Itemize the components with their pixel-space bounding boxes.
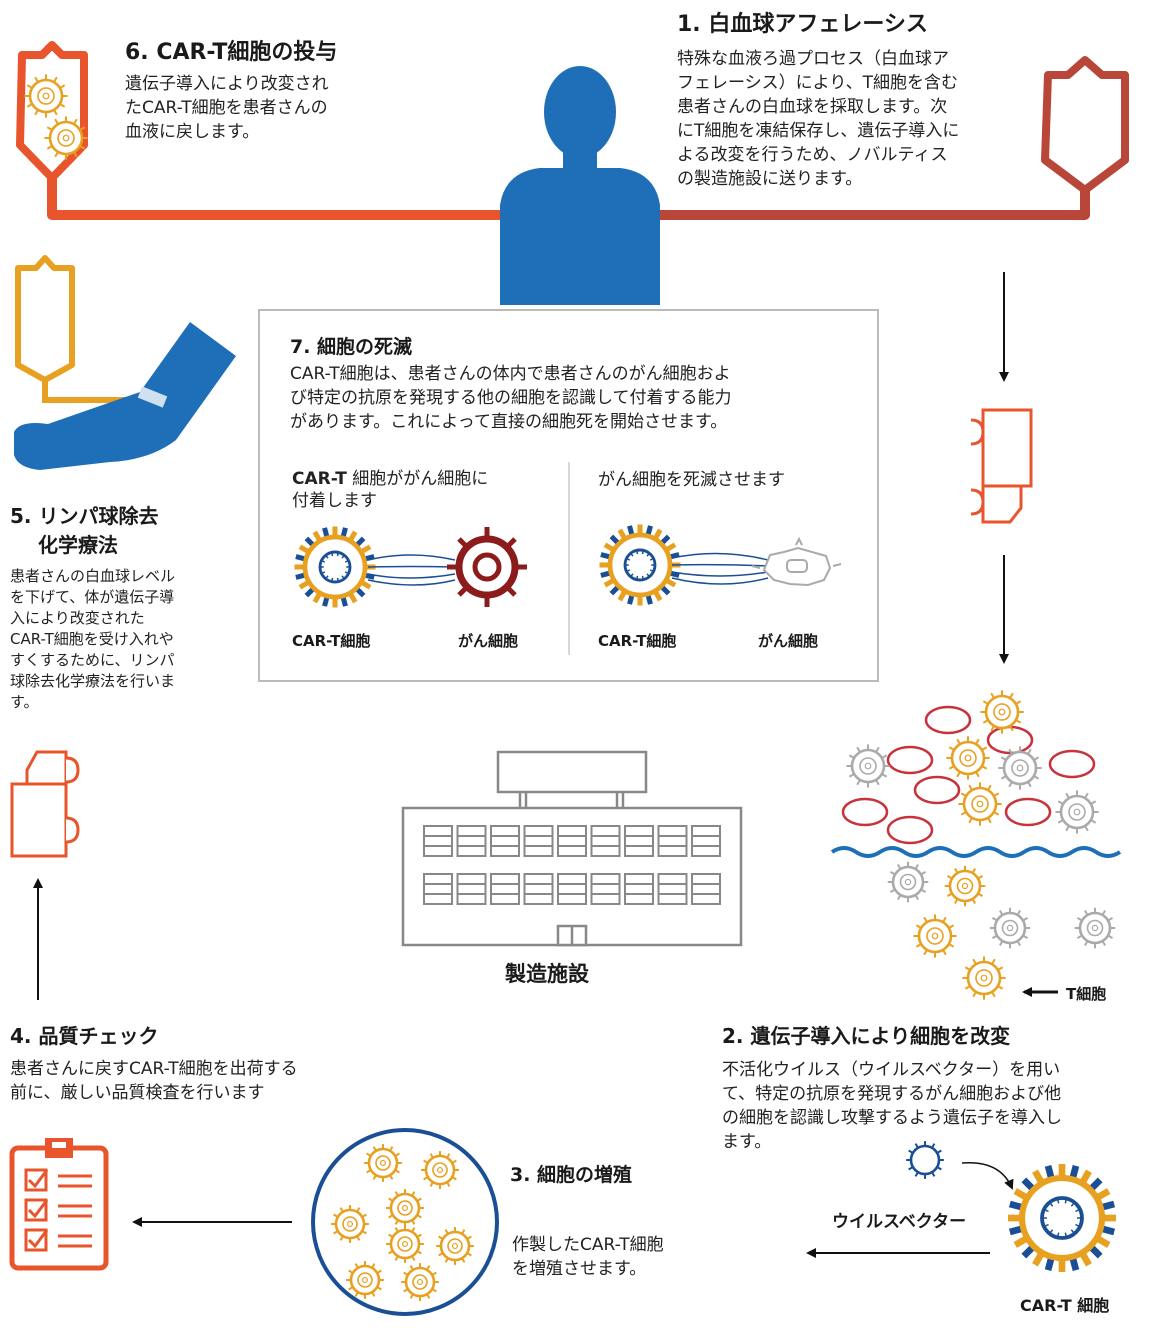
shipping-box-icon-left — [10, 750, 80, 858]
factory-window — [456, 825, 487, 857]
factory-window — [557, 873, 587, 905]
step7-cart-label-right: CAR-T細胞 — [598, 632, 677, 650]
factory-label: 製造施設 — [505, 962, 589, 986]
cart-cell-large — [1008, 1164, 1116, 1272]
factory-window — [657, 825, 688, 857]
cancer-cell-dying — [751, 536, 842, 587]
cart-cell-attach — [294, 526, 376, 608]
cart-label: CAR-T 細胞 — [1020, 1296, 1110, 1315]
cancer-cell-intact — [447, 527, 527, 607]
step7-right-heading: がん細胞を死滅させます — [598, 470, 785, 490]
infusion-bag — [16, 41, 88, 182]
factory-window — [523, 873, 554, 905]
step7-title: 7. 細胞の死滅 — [290, 336, 413, 358]
factory-window — [523, 825, 554, 857]
factory-window — [490, 825, 520, 857]
factory-window — [490, 873, 520, 905]
step7-body: CAR-T細胞は、患者さんの体内で患者さんのがん細胞および特定の抗原を発現する他… — [290, 364, 732, 432]
factory-window — [423, 873, 453, 905]
expansion-dish — [311, 1128, 499, 1316]
factory-window — [624, 873, 654, 905]
step7-box — [258, 309, 879, 682]
collection-tube — [640, 185, 1090, 220]
factory-window — [691, 873, 721, 905]
return-tube — [47, 178, 520, 220]
step5-title: 5. リンパ球除去 化学療法 — [10, 504, 159, 557]
factory-window — [423, 825, 453, 857]
factory-window — [456, 873, 487, 905]
step4-body: 患者さんに戻すCAR-T細胞を出荷する前に、厳しい品質検査を行います — [10, 1059, 298, 1103]
tcell-label: T細胞 — [1066, 985, 1107, 1003]
step7-cancer-label-left: がん細胞 — [458, 632, 519, 650]
step7-cancer-label-right: がん細胞 — [758, 632, 819, 650]
step2-body: 不活化ウイルス（ウイルスベクター）を用いて、特定の抗原を発現するがん細胞および他… — [722, 1060, 1062, 1152]
step7-left-heading: CAR-T 細胞ががん細胞に 付着します — [292, 469, 489, 511]
vector-label: ウイルスベクター — [832, 1212, 967, 1232]
factory-window — [624, 825, 654, 857]
step7-cart-label-left: CAR-T細胞 — [292, 632, 371, 650]
vector-to-cart-arrow — [961, 1161, 1014, 1190]
collection-bag — [1041, 56, 1129, 194]
step2-title: 2. 遺伝子導入により細胞を改変 — [722, 1024, 1011, 1048]
binding-strands-kill — [671, 552, 769, 585]
step6-title: 6. CAR-T細胞の投与 — [125, 40, 338, 65]
factory-window — [691, 825, 721, 857]
factory-windows — [423, 825, 721, 905]
step4-title: 4. 品質チェック — [10, 1024, 159, 1048]
step3-title: 3. 細胞の増殖 — [510, 1164, 633, 1186]
cart-cell-kill — [599, 524, 681, 606]
step1-body: 特殊な血液ろ過プロセス（白血球アフェレーシス）により、T細胞を含む患者さんの白血… — [677, 49, 960, 189]
factory-window — [557, 825, 587, 857]
step1-title: 1. 白血球アフェレーシス — [677, 12, 928, 37]
step5-body: 患者さんの白血球レベルを下げて、体が遺伝子導入により改変された CAR-T細胞を… — [10, 567, 176, 711]
patient-silhouette — [500, 66, 660, 305]
virus-vector-icon — [906, 1141, 944, 1179]
binding-strands — [367, 554, 456, 586]
factory-window — [590, 825, 621, 857]
step6-body: 遺伝子導入により改変されたCAR-T細胞を患者さんの血液に戻します。 — [125, 74, 329, 142]
clipboard-checklist-icon — [9, 1138, 109, 1271]
iv-bag-arm-icon — [14, 255, 236, 470]
factory-window — [590, 873, 621, 905]
shipping-box-icon — [970, 408, 1033, 524]
blood-cells-cluster — [830, 690, 1122, 1000]
step3-body: 作製したCAR-T細胞を増殖させます。 — [512, 1235, 664, 1279]
factory-window — [657, 873, 688, 905]
